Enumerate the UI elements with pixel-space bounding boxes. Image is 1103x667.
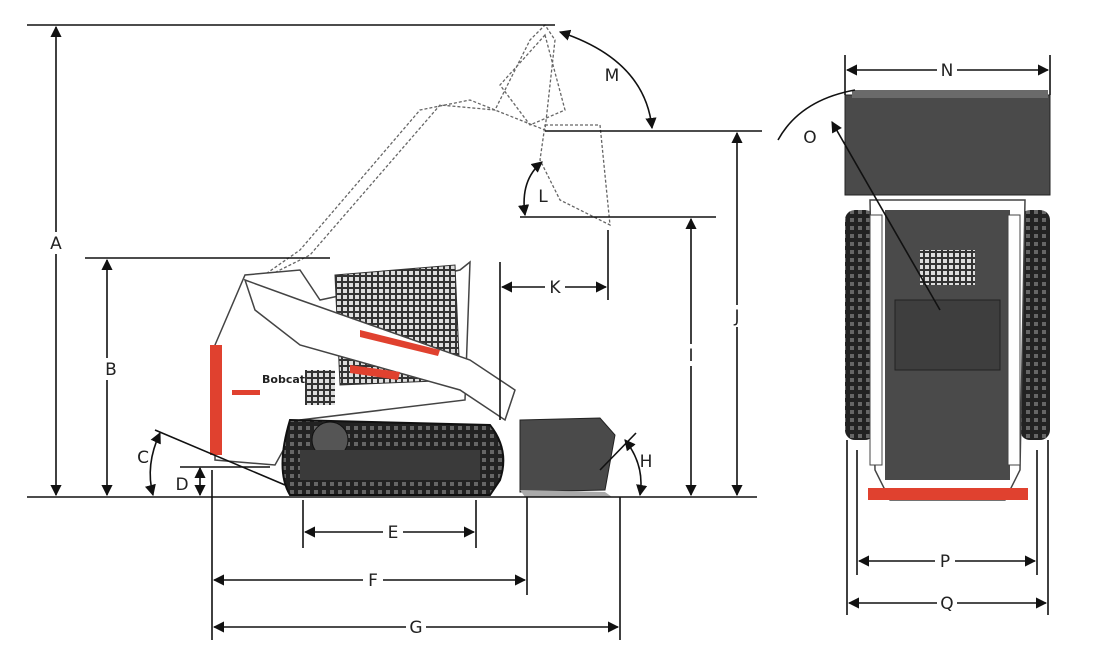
label-o: O <box>803 128 816 148</box>
front-red-bumper <box>868 488 1028 500</box>
label-l: L <box>538 187 548 207</box>
label-a: A <box>50 234 62 254</box>
label-k: K <box>549 278 561 298</box>
label-j: J <box>733 307 739 327</box>
label-m: M <box>605 66 620 86</box>
rear-red-panel <box>210 345 222 455</box>
label-d: D <box>175 475 188 495</box>
label-i: I <box>688 346 693 366</box>
label-h: H <box>640 452 653 472</box>
label-q: Q <box>940 594 953 614</box>
dimension-lines <box>27 24 1051 640</box>
side-view-loader: Bobcat <box>210 23 616 497</box>
label-p: P <box>940 552 950 572</box>
label-b: B <box>105 360 117 380</box>
dimension-label-group: A B C D E F G H I J K L M N O P Q <box>47 60 957 639</box>
front-view-loader <box>844 90 1051 501</box>
label-e: E <box>388 523 399 543</box>
label-n: N <box>941 61 954 81</box>
label-f: F <box>368 571 378 591</box>
label-g: G <box>409 618 422 638</box>
label-c: C <box>137 448 149 468</box>
brand-logo: Bobcat <box>262 373 305 386</box>
